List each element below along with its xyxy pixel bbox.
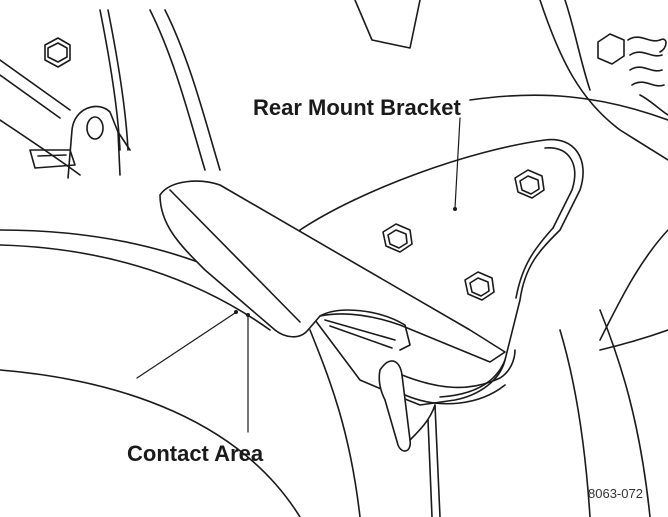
leader-lines [136,117,461,433]
contact-wedge [159,180,506,363]
background-bolts [44,33,668,116]
callout-contact-area: Contact Area [127,441,264,466]
rear-mount-bracket [299,138,584,406]
callout-rear-mount-bracket: Rear Mount Bracket [253,95,461,120]
leader-contact-area-secondary [136,312,236,379]
leader-rear-mount-bracket [454,117,461,209]
spring-assembly [597,33,668,116]
figure-id: 8063-072 [588,486,643,501]
mounting-tab [67,105,131,179]
bracket-lip [378,349,516,517]
